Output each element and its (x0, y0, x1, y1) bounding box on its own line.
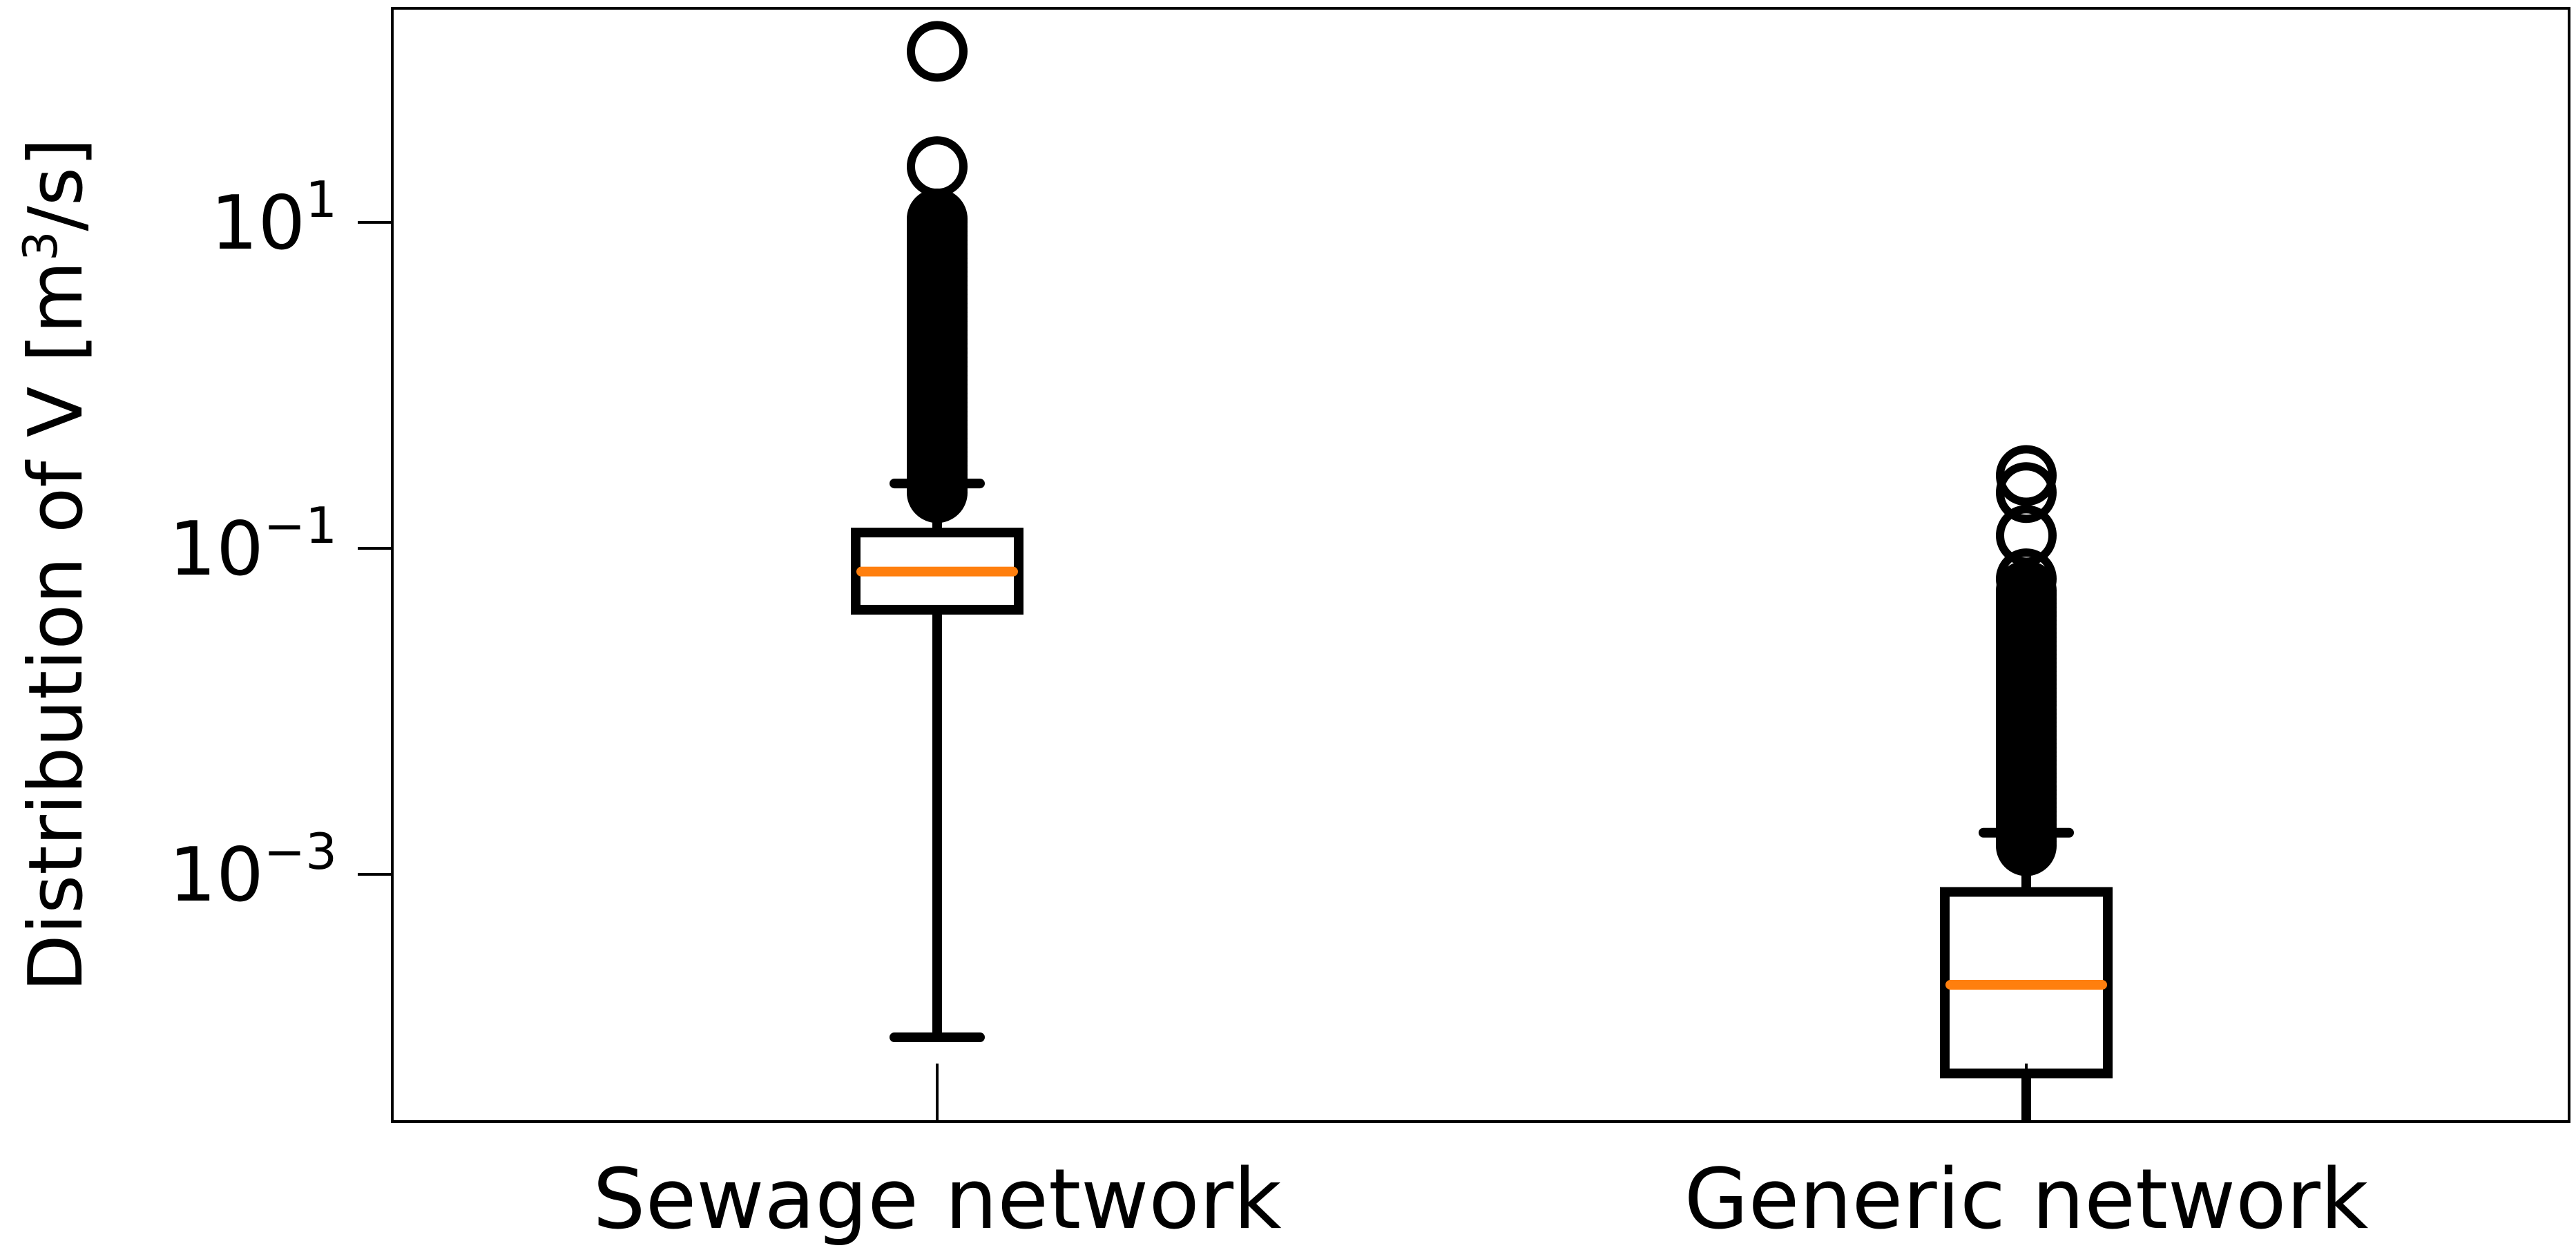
box-group (1940, 445, 2113, 1122)
y-tick-label: 10−1 (169, 497, 337, 593)
y-tick-label: 101 (211, 171, 337, 267)
outlier-point (907, 21, 968, 82)
x-axis-tick-labels: Sewage network Generic network (593, 1064, 2369, 1248)
x-tick-label: Sewage network (593, 1152, 1282, 1248)
outlier-point (1996, 445, 2057, 506)
x-tick-label: Generic network (1684, 1152, 2369, 1248)
outlier-point (907, 136, 968, 198)
box-series (851, 21, 2113, 1122)
y-tick-label: 10−3 (169, 823, 337, 919)
box-group (851, 21, 1023, 1042)
outlier-point (1996, 505, 2057, 566)
y-axis-ticks: 101 10−1 10−3 (169, 171, 392, 919)
outlier-point (1996, 462, 2057, 523)
plot-area-frame (391, 7, 2570, 1123)
y-axis-label: Distribution of V [m3/s] (13, 138, 99, 992)
outlier-point (1996, 548, 2057, 610)
y-axis-label-symbol: V (13, 387, 99, 438)
